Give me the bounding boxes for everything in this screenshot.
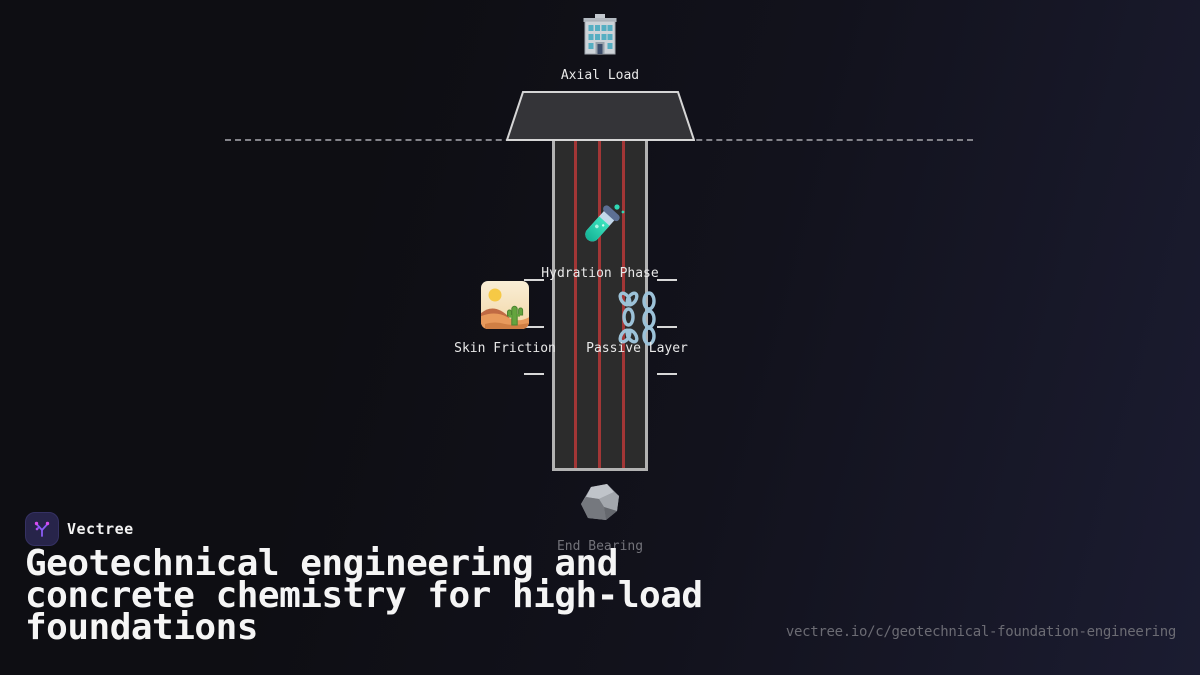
axial-load-label: Axial Load (560, 68, 640, 83)
friction-tick (657, 373, 677, 375)
page-title: Geotechnical engineering and concrete ch… (25, 543, 805, 648)
friction-tick (524, 373, 544, 375)
office-building-icon (576, 10, 624, 58)
pile-cap (505, 91, 696, 145)
title-line-3: foundations (25, 607, 258, 648)
friction-tick (657, 279, 677, 281)
test-tube-icon (570, 198, 628, 256)
rebar-line (598, 140, 601, 468)
end-bearing-label: End Bearing (556, 539, 644, 554)
passive-layer-label: Passive Layer (586, 341, 688, 356)
page-url[interactable]: vectree.io/c/geotechnical-foundation-eng… (785, 624, 1176, 640)
chains-icon (616, 290, 660, 348)
friction-tick (524, 279, 544, 281)
friction-tick (657, 326, 677, 328)
title-line-1: Geotechnical engineering and (25, 543, 618, 584)
brand-name: Vectree (67, 520, 134, 538)
rock-icon (576, 480, 624, 526)
desert-icon (481, 281, 529, 329)
title-line-2: concrete chemistry for high-load (25, 575, 703, 616)
skin-friction-label: Skin Friction (454, 341, 556, 356)
vectree-branch-icon (34, 521, 50, 537)
friction-tick (524, 326, 544, 328)
vectree-logo (25, 512, 59, 546)
rebar-line (574, 140, 577, 468)
hydration-phase-label: Hydration Phase (541, 266, 659, 281)
